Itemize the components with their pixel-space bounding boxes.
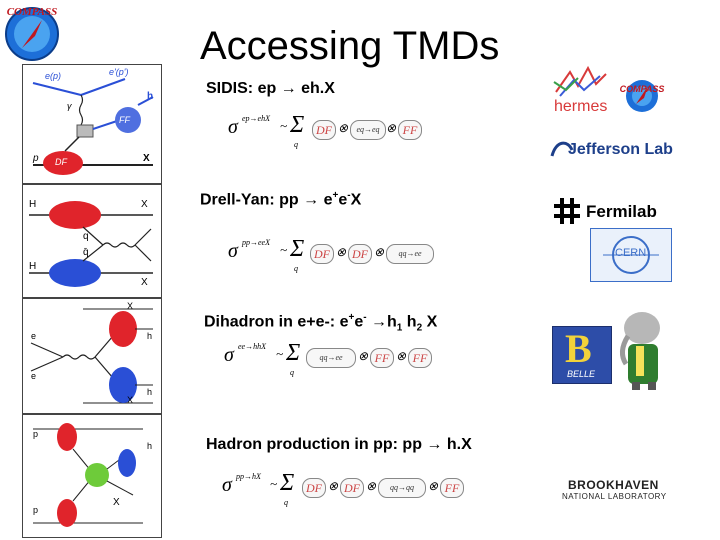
sidis-label-x: X: [143, 153, 150, 164]
dh-label-e-minus: e: [31, 371, 37, 381]
dihadron-formula: σ ee→hhX ~ Σ q qq→ee ⊗ FF ⊗ FF: [224, 340, 434, 380]
compass-small-logo-text: COMPASS: [619, 84, 665, 94]
hadron-production-label: Hadron production in pp: pp → h.X: [206, 436, 472, 454]
hadron-production-formula: σ pp→hX ~ Σ q DF ⊗ DF ⊗ qq→qq ⊗ FF: [222, 470, 472, 510]
sidis-term-3: FF: [398, 120, 422, 140]
sidis-diagram: e(p) e'(p') γ h FF p DF X: [22, 64, 162, 184]
compass-small-logo: COMPASS: [618, 74, 666, 114]
hp-label-h: h: [147, 441, 153, 451]
fermilab-text: Fermilab: [586, 202, 657, 221]
sidis-label-df: DF: [55, 157, 67, 167]
sidis-label-h: h: [147, 91, 154, 102]
babar-elephant-logo: [610, 306, 672, 390]
dh-label-x-top: X: [127, 301, 134, 311]
belle-text: BELLE: [567, 369, 596, 379]
compass-logo-text: COMPASS: [6, 6, 58, 18]
dy-label-q: q: [83, 231, 89, 242]
sidis-label: SIDIS: ep → eh.X: [206, 80, 335, 98]
hp-formula-lhs: pp→hX: [236, 472, 261, 481]
dh-label-e-plus: e: [31, 331, 37, 341]
dy-label-sup-minus: -: [347, 190, 351, 201]
hadron-production-diagram: p h p X: [22, 414, 162, 538]
drell-yan-formula: σ pp→eeX ~ Σ q DF ⊗ DF ⊗ qq→ee: [228, 236, 438, 276]
dh-label-text-x: X: [422, 313, 438, 331]
hp-label-p-top: p: [33, 429, 39, 439]
drell-yan-label: Drell-Yan: pp → e+e-X: [200, 190, 361, 209]
compass-logo: COMPASS: [2, 2, 62, 62]
hp-term-2: DF: [340, 478, 364, 498]
fermilab-logo: Fermilab: [552, 196, 682, 228]
dh-label-text-e: e: [354, 313, 364, 331]
dh-formula-lhs: ee→hhX: [238, 342, 266, 351]
dh-label-h1: h: [147, 331, 153, 341]
dh-label-h2: h: [147, 387, 153, 397]
jefferson-lab-logo: Jefferson Lab: [548, 136, 678, 164]
hermes-logo: hermes: [548, 62, 618, 122]
dy-label-text-e: e: [338, 191, 348, 209]
sidis-term-1: DF: [312, 120, 336, 140]
sidis-label-gamma: γ: [67, 101, 72, 111]
dy-formula-lhs: pp→eeX: [242, 238, 270, 247]
hp-term-1: DF: [302, 478, 326, 498]
dy-label-ha: H: [29, 199, 37, 210]
dy-label-hb: H: [29, 261, 37, 272]
dh-term-2: FF: [370, 348, 394, 368]
sidis-formula: σ ep→ehX ~ Σ q DF ⊗ eq→eq ⊗ FF: [228, 112, 422, 152]
dy-term-3: qq→ee: [386, 244, 434, 264]
dy-label-qbar: q̄: [83, 247, 89, 258]
dy-label-xa: X: [141, 277, 148, 288]
dy-term-1: DF: [310, 244, 334, 264]
sidis-term-2: eq→eq: [350, 120, 386, 140]
brookhaven-logo: BROOKHAVEN NATIONAL LABORATORY: [560, 476, 680, 506]
dh-term-3: FF: [408, 348, 432, 368]
dy-label-xb: X: [141, 199, 148, 210]
jefferson-lab-text: Jefferson Lab: [568, 141, 673, 158]
dh-label-text-arrow: →h: [366, 313, 397, 331]
dh-term-1: qq→ee: [306, 348, 356, 368]
belle-logo: B BELLE: [552, 326, 612, 384]
dihadron-diagram: X h e e h X: [22, 298, 162, 414]
sidis-label-e-in: e(p): [45, 71, 62, 81]
dy-label-sup-plus: +: [332, 190, 339, 201]
hp-label-p-bottom: p: [33, 505, 39, 515]
brookhaven-top-text: BROOKHAVEN: [568, 478, 659, 492]
drell-yan-diagram: H X q q̄ H X: [22, 184, 162, 298]
dy-term-2: DF: [348, 244, 372, 264]
dy-label-text: Drell-Yan: pp → e: [200, 191, 333, 209]
dh-label-sub-2: 2: [416, 322, 423, 334]
cern-logo: CERN: [590, 228, 672, 282]
sidis-label-text: SIDIS: ep → eh.X: [206, 80, 335, 97]
cern-text: CERN: [615, 247, 647, 259]
sidis-label-ff: FF: [119, 115, 130, 125]
sidis-label-e-out: e'(p'): [109, 67, 129, 77]
dihadron-label: Dihadron in e+e-: e+e- →h1 h2 X: [204, 312, 437, 334]
dh-label-sub-1: 1: [396, 322, 403, 334]
hp-label-text: Hadron production in pp: pp → h.X: [206, 436, 472, 453]
dh-label-x-bottom: X: [127, 395, 134, 405]
dh-label-sup-plus: +: [348, 312, 355, 323]
hermes-logo-text: hermes: [554, 98, 608, 115]
brookhaven-bottom-text: NATIONAL LABORATORY: [562, 492, 667, 501]
sidis-formula-lhs: ep→ehX: [242, 114, 270, 123]
sidis-label-p: p: [33, 153, 39, 164]
page-title: Accessing TMDs: [200, 24, 500, 68]
dh-label-text-h: h: [402, 313, 417, 331]
belle-b-glyph: B: [565, 326, 592, 371]
dh-label-text: Dihadron in e+e-: e: [204, 313, 349, 331]
hp-term-4: FF: [440, 478, 464, 498]
dh-label-sup-minus: -: [363, 312, 367, 323]
hp-term-3: qq→qq: [378, 478, 426, 498]
dy-label-text-x: X: [350, 191, 362, 209]
hp-label-x: X: [113, 497, 120, 508]
